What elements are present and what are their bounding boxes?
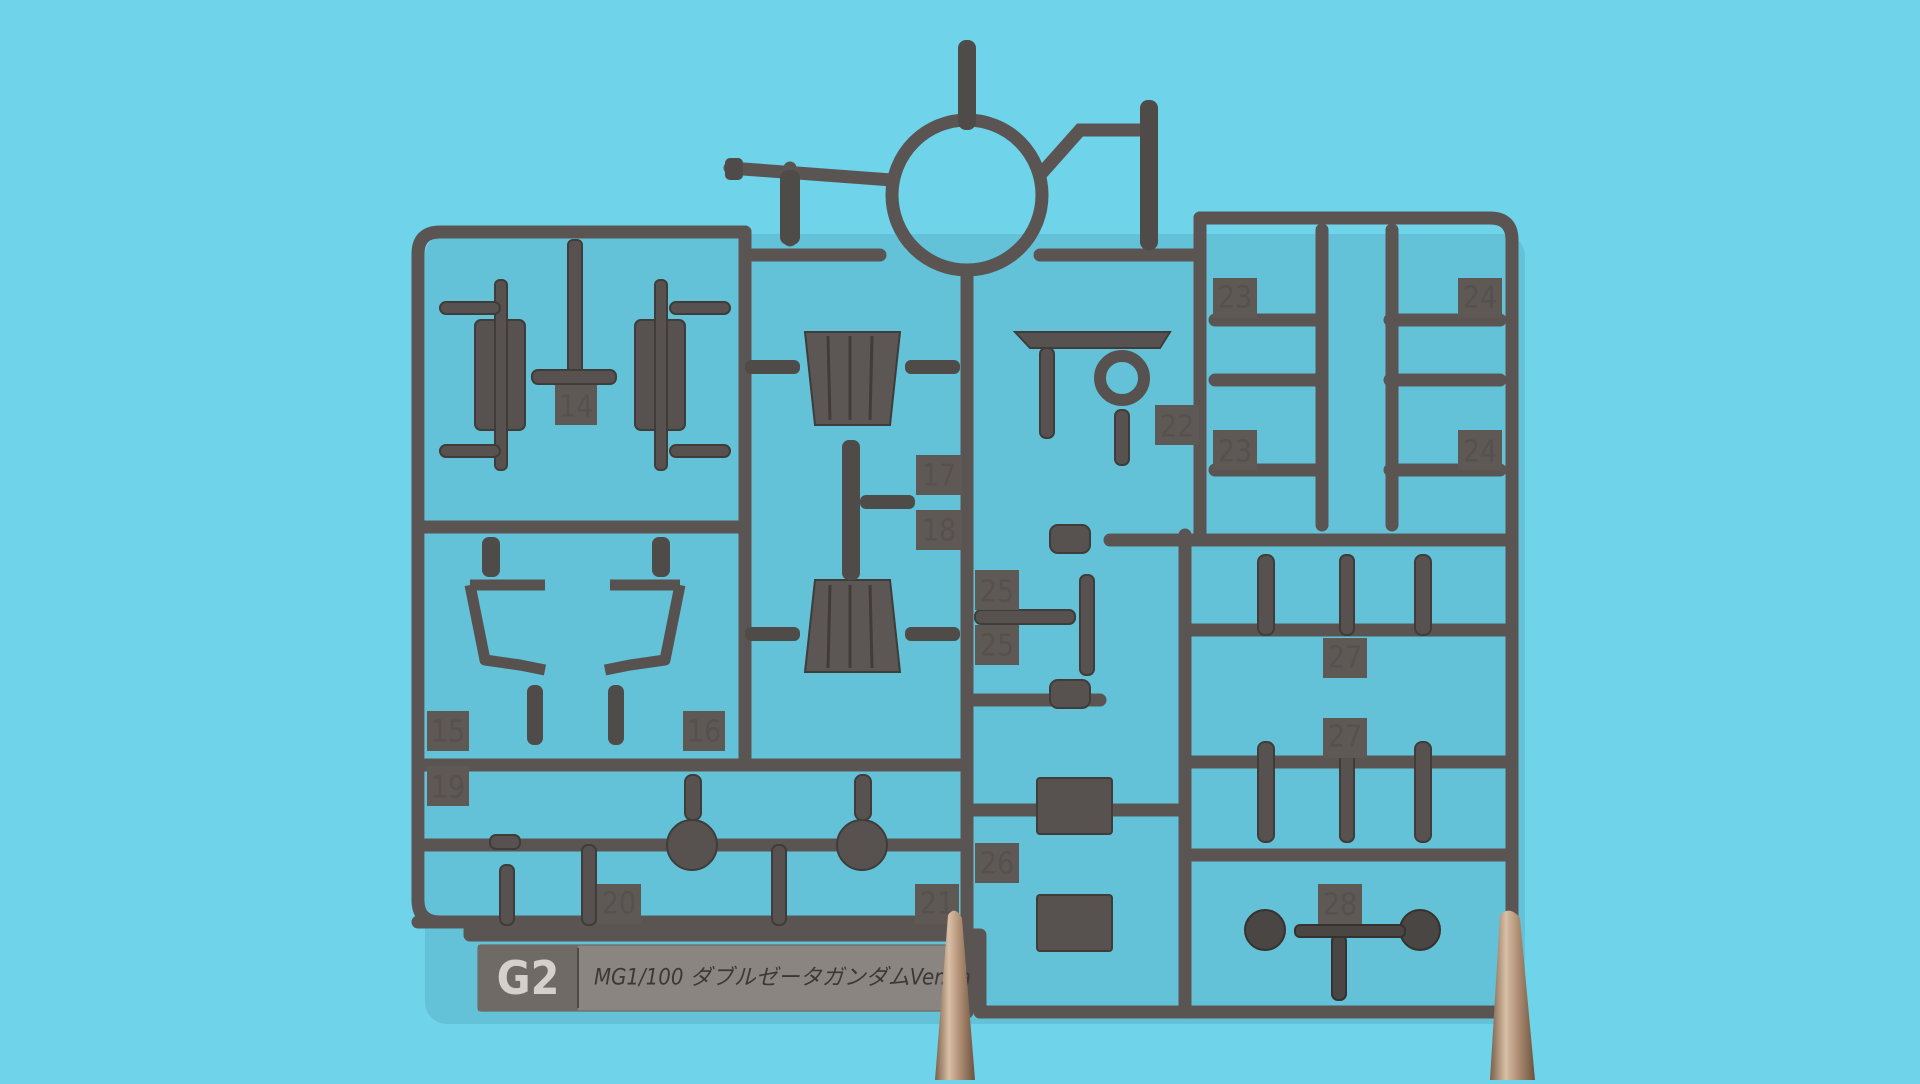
part-label: 25 [980,575,1014,610]
part-group-15-16 [464,579,686,676]
part-label: 26 [980,847,1014,882]
part-labels: 14 15 16 17 18 19 20 21 22 23 23 24 24 2… [427,278,1502,924]
part-label: 14 [559,390,593,425]
part-label: 22 [1160,410,1194,445]
part-label: 19 [431,771,465,806]
stand-clips [935,910,1535,1080]
part-group-28 [1244,909,1441,1001]
part-label: 23 [1218,435,1252,470]
part-label: 23 [1218,281,1252,316]
part-group-15-16-pins [482,537,670,745]
runner-title: MG1/100 ダブルゼータガンダムVer.Ka [594,966,971,991]
part-label: 24 [1463,281,1497,316]
part-label: 17 [922,459,956,494]
part-label: 18 [922,514,956,549]
runner-code: G2 [497,951,560,1005]
part-label: 25 [980,629,1014,664]
hub-pins [725,40,1158,250]
part-group-27 [1257,554,1432,843]
part-label: 16 [687,715,721,750]
part-group-22 [1012,331,1172,466]
part-label: 20 [602,887,636,922]
part-plate-17 [803,331,902,426]
part-discs [489,774,888,926]
part-label: 27 [1328,720,1362,755]
center-stem [745,360,960,641]
part-group-26 [1036,777,1113,952]
part-group-14 [439,239,731,471]
runner-frame [411,211,1519,1019]
part-group-25 [974,524,1095,709]
runner-tag [477,944,959,1012]
part-label: 27 [1328,641,1362,676]
part-plate-18 [803,579,902,673]
part-label: 24 [1463,435,1497,470]
part-label: 28 [1323,888,1357,923]
part-label: 15 [431,715,465,750]
